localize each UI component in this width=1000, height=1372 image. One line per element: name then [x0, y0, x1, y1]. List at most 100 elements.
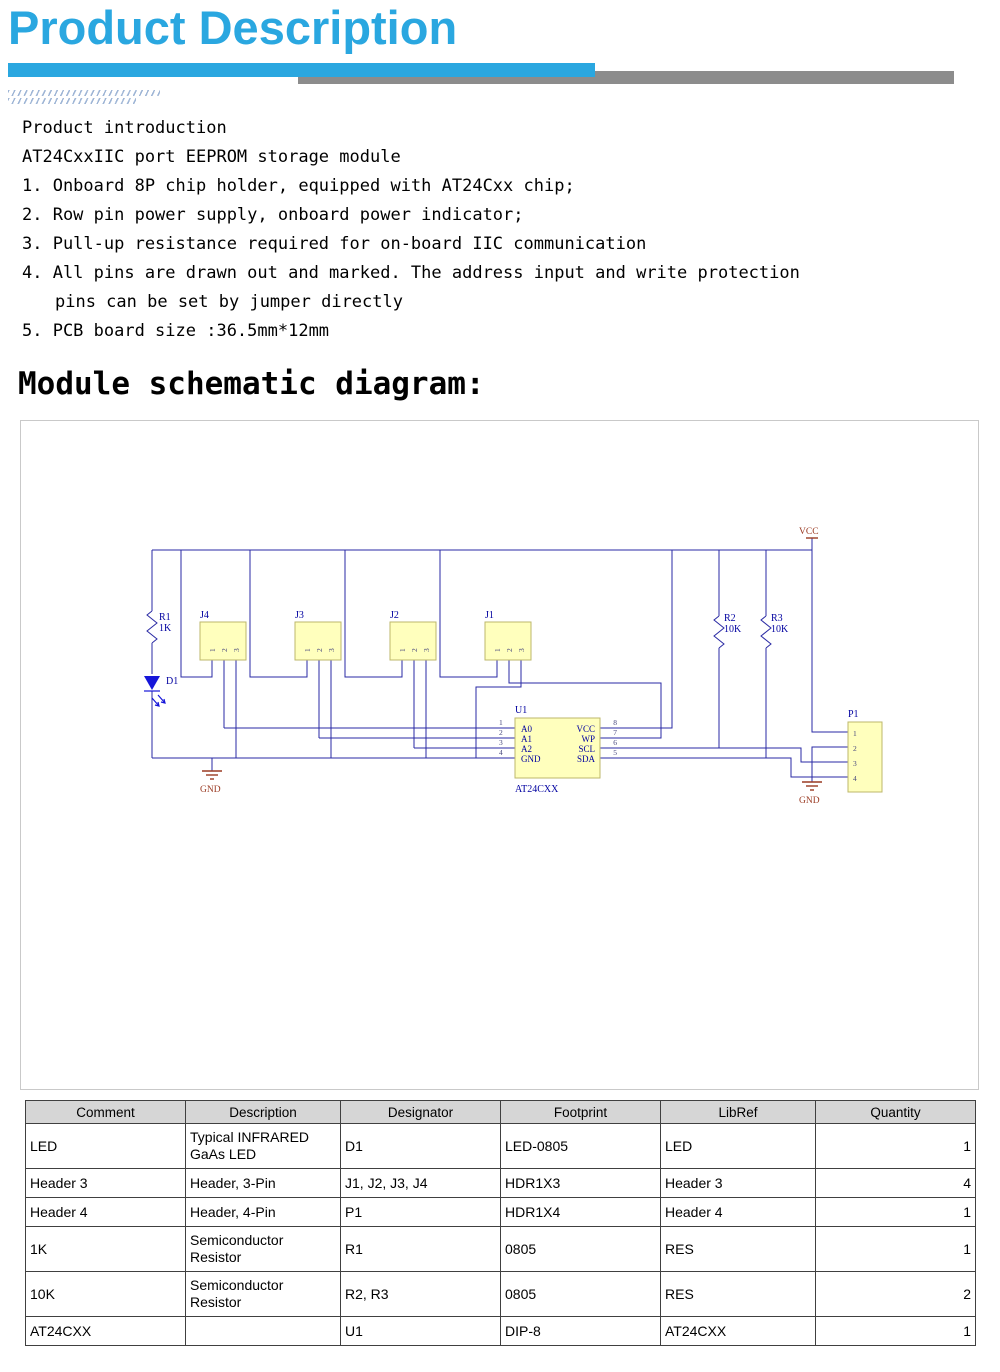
table-cell: Semiconductor Resistor — [185, 1226, 341, 1272]
intro-line: 5. PCB board size :36.5mm*12mm — [22, 321, 330, 341]
hatch-row — [8, 98, 136, 104]
table-cell: 4 — [815, 1168, 976, 1198]
intro-line: AT24CxxIIC port EEPROM storage module — [22, 147, 401, 167]
svg-text:SDA: SDA — [577, 754, 596, 764]
gnd-label: GND — [799, 796, 820, 806]
intro-line: Product introduction — [22, 118, 227, 138]
power-symbols — [202, 537, 822, 791]
svg-text:A1: A1 — [521, 734, 532, 744]
svg-text:A0: A0 — [521, 724, 532, 734]
svg-text:6: 6 — [613, 738, 617, 747]
svg-text:2: 2 — [220, 648, 229, 652]
table-row: 1K Semiconductor Resistor R1 0805 RES 1 — [25, 1226, 976, 1272]
svg-text:3: 3 — [853, 759, 857, 768]
schematic-diagram: VCC GND GND R1 1K R2 10K R3 10K D1 J4 — [144, 527, 883, 806]
table-cell: U1 — [340, 1316, 501, 1346]
resistor-r3-name: R3 — [771, 613, 783, 624]
table-cell: Header 3 — [660, 1168, 816, 1198]
table-header-row: Comment Description Designator Footprint… — [25, 1100, 976, 1124]
schematic-wires — [146, 538, 848, 782]
table-cell: 2 — [815, 1271, 976, 1317]
accent-divider-bar — [8, 63, 595, 77]
table-cell: 0805 — [500, 1271, 661, 1317]
table-cell: LED-0805 — [500, 1123, 661, 1169]
table-row: 10K Semiconductor Resistor R2, R3 0805 R… — [25, 1271, 976, 1317]
table-cell: RES — [660, 1271, 816, 1317]
intro-line: pins can be set by jumper directly — [55, 292, 403, 312]
table-cell: P1 — [340, 1197, 501, 1227]
led-d1: D1 — [144, 676, 178, 707]
column-header-designator: Designator — [340, 1100, 501, 1124]
intro-line: 2. Row pin power supply, onboard power i… — [22, 205, 524, 225]
svg-text:P1: P1 — [848, 709, 859, 720]
svg-text:1: 1 — [499, 718, 503, 727]
svg-text:3: 3 — [422, 648, 431, 652]
svg-text:J1: J1 — [485, 610, 494, 621]
table-cell: Header, 4-Pin — [185, 1197, 341, 1227]
resistor-r2-value: 10K — [724, 624, 742, 635]
column-header-libref: LibRef — [660, 1100, 816, 1124]
table-cell: 1 — [815, 1226, 976, 1272]
schematic-heading: Module schematic diagram: — [18, 366, 485, 402]
table-cell: Semiconductor Resistor — [185, 1271, 341, 1317]
svg-text:3: 3 — [232, 648, 241, 652]
svg-text:J2: J2 — [390, 610, 399, 621]
table-cell: 1K — [25, 1226, 186, 1272]
resistor-r3-value: 10K — [771, 624, 789, 635]
svg-text:2: 2 — [315, 648, 324, 652]
table-row: AT24CXX U1 DIP-8 AT24CXX 1 — [25, 1316, 976, 1346]
svg-text:1: 1 — [208, 648, 217, 652]
chip-u1: U1 1 2 3 4 A0 A1 A2 GND 8 7 6 5 VCC WP S… — [499, 705, 617, 795]
svg-text:2: 2 — [499, 728, 503, 737]
column-header-description: Description — [185, 1100, 341, 1124]
intro-line: 1. Onboard 8P chip holder, equipped with… — [22, 176, 575, 196]
table-cell — [185, 1316, 341, 1346]
svg-text:WP: WP — [582, 734, 596, 744]
table-cell: HDR1X4 — [500, 1197, 661, 1227]
column-header-quantity: Quantity — [815, 1100, 976, 1124]
bom-table: Comment Description Designator Footprint… — [25, 1100, 976, 1346]
header-j3: J3 1 2 3 — [294, 610, 342, 661]
table-cell: Typical INFRARED GaAs LED — [185, 1123, 341, 1169]
svg-text:A2: A2 — [521, 744, 532, 754]
table-cell: Header 4 — [660, 1197, 816, 1227]
intro-line: 3. Pull-up resistance required for on-bo… — [22, 234, 647, 254]
svg-text:4: 4 — [853, 774, 857, 783]
led-d1-label: D1 — [166, 676, 178, 687]
svg-text:1: 1 — [303, 648, 312, 652]
svg-text:3: 3 — [517, 648, 526, 652]
svg-text:3: 3 — [499, 738, 503, 747]
column-header-footprint: Footprint — [500, 1100, 661, 1124]
header-j4: J4 1 2 3 — [199, 610, 247, 661]
table-cell: 1 — [815, 1123, 976, 1169]
table-cell: 1 — [815, 1316, 976, 1346]
table-cell: DIP-8 — [500, 1316, 661, 1346]
header-j1: J1 1 2 3 — [484, 610, 532, 661]
table-row: LED Typical INFRARED GaAs LED D1 LED-080… — [25, 1123, 976, 1169]
svg-text:4: 4 — [499, 748, 503, 757]
table-cell: AT24CXX — [660, 1316, 816, 1346]
table-cell: Header, 3-Pin — [185, 1168, 341, 1198]
table-cell: R1 — [340, 1226, 501, 1272]
gnd-label: GND — [200, 785, 221, 795]
table-row: Header 3 Header, 3-Pin J1, J2, J3, J4 HD… — [25, 1168, 976, 1198]
svg-text:2: 2 — [410, 648, 419, 652]
header-j2: J2 1 2 3 — [389, 610, 437, 661]
table-cell: J1, J2, J3, J4 — [340, 1168, 501, 1198]
table-cell: 10K — [25, 1271, 186, 1317]
table-cell: Header 4 — [25, 1197, 186, 1227]
svg-text:8: 8 — [613, 718, 617, 727]
table-cell: Header 3 — [25, 1168, 186, 1198]
resistor-r1-value: 1K — [159, 623, 172, 634]
svg-text:1: 1 — [398, 648, 407, 652]
svg-text:3: 3 — [327, 648, 336, 652]
svg-text:1: 1 — [853, 729, 857, 738]
svg-text:5: 5 — [613, 748, 617, 757]
table-cell: R2, R3 — [340, 1271, 501, 1317]
table-cell: AT24CXX — [25, 1316, 186, 1346]
table-cell: D1 — [340, 1123, 501, 1169]
svg-text:2: 2 — [853, 744, 857, 753]
resistor-r1-name: R1 — [159, 612, 171, 623]
table-cell: 1 — [815, 1197, 976, 1227]
svg-text:SCL: SCL — [578, 744, 595, 754]
